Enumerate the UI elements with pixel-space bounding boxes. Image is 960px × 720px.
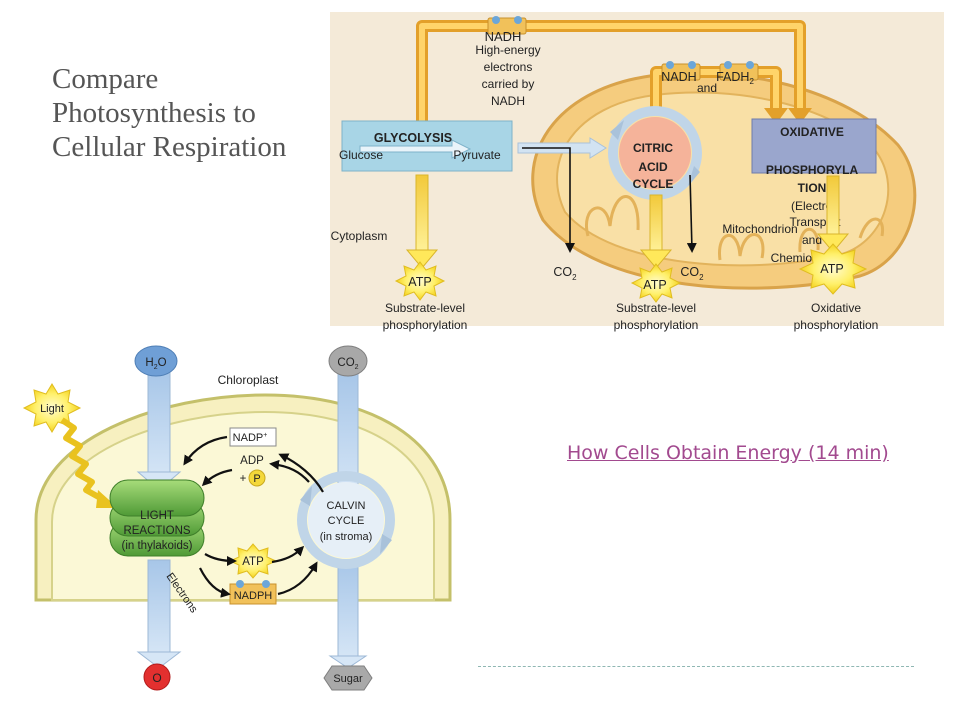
glycolysis-label: GLYCOLYSIS <box>374 131 452 145</box>
citric-acid-cycle <box>608 106 702 200</box>
and-label: and <box>697 81 717 95</box>
high-energy-line-1: High-energy <box>475 43 540 57</box>
calvin-line-3: (in stroma) <box>320 531 373 543</box>
citric-line-3: CYCLE <box>633 177 674 191</box>
calvin-line-1: CALVIN <box>327 500 366 512</box>
footer-divider <box>478 666 914 667</box>
glucose-label: Glucose <box>339 148 383 162</box>
cycle-arrow-icon <box>610 120 624 140</box>
light-source <box>22 383 118 508</box>
substrate-level-label-1-line-2: phosphorylation <box>383 318 468 332</box>
cytoplasm-label: Cytoplasm <box>331 229 388 243</box>
atp-label-photosynthesis: ATP <box>242 556 264 568</box>
fadh2-label: FADH2 <box>716 70 754 86</box>
co2-arrow-glycolysis <box>522 147 575 253</box>
cycle-arrow-icon-2 <box>688 166 700 186</box>
oxidative-box <box>751 118 877 174</box>
co2-molecule <box>328 345 368 377</box>
calvin-to-adp-arrow <box>269 459 310 483</box>
chloroplast-label: Chloroplast <box>218 373 279 387</box>
atp-label-glycolysis: ATP <box>408 275 431 289</box>
h2o-input-arrow <box>147 369 171 481</box>
citric-line-1: CITRIC <box>633 141 673 155</box>
substrate-level-label-1-line-1: Substrate-level <box>385 301 465 315</box>
oxidative-line-1: OXIDATIVE <box>780 125 844 139</box>
nadp-label: NADP+ <box>233 432 268 444</box>
atp-burst-citric <box>630 263 682 303</box>
h2o-label: H2O <box>145 357 166 371</box>
light-label: Light <box>40 403 64 415</box>
glycolysis-box <box>341 120 513 172</box>
calvin-arrow-icon <box>300 486 312 506</box>
respiration-diagram: NADH High-energy electrons carried by NA… <box>330 12 944 332</box>
o-output-label: O <box>152 671 161 685</box>
nadph-token <box>229 580 277 605</box>
oxidative-phos-label-line-1: Oxidative <box>811 301 861 315</box>
atp-label-oxidative: ATP <box>820 262 843 276</box>
o-arrowhead-icon <box>136 651 182 669</box>
phosphate-icon <box>248 469 266 487</box>
oxidative-phos-label-line-2: phosphorylation <box>794 318 879 332</box>
atp-burst-oxidative <box>798 243 868 295</box>
nadp-to-light-arrow <box>183 435 228 466</box>
adp-label: ADP <box>240 455 264 467</box>
nadh-carrier-pipes <box>416 20 812 140</box>
co2-label-citric: CO2 <box>680 265 704 282</box>
calvin-cycle <box>297 471 395 569</box>
sugar-arrowhead-icon <box>328 655 368 669</box>
oxidative-sub-line-3: and <box>802 233 822 247</box>
slide-title: Compare Photosynthesis to Cellular Respi… <box>52 63 287 163</box>
oxidative-line-2: PHOSPHORYLA <box>766 163 859 177</box>
atp-arrows <box>405 174 850 269</box>
high-energy-line-3: carried by <box>482 77 535 91</box>
nadh-top-label: NADH <box>485 29 522 44</box>
substrate-level-label-2-line-2: phosphorylation <box>614 318 699 332</box>
nadph-to-calvin-arrow <box>277 561 318 596</box>
light-reactions-line-1: LIGHT <box>140 510 174 522</box>
nadp-token <box>229 427 277 447</box>
co2-arrow-citric <box>686 174 697 253</box>
nadph-label: NADPH <box>234 590 273 602</box>
calvin-to-nadp-arrow <box>278 453 324 493</box>
arrow-glucose-to-pyruvate-icon <box>359 139 472 159</box>
oxidative-line-3: TION <box>798 181 827 195</box>
high-energy-line-2: electrons <box>484 60 533 74</box>
co2-input-label: CO2 <box>337 357 358 371</box>
light-to-atp-arrow <box>204 553 237 566</box>
light-reactions-line-2: REACTIONS <box>123 525 190 537</box>
atp-to-calvin-arrow <box>271 545 305 564</box>
electron-carrier-top <box>487 16 527 35</box>
arrow-mid-to-oxidative-icon <box>764 108 788 124</box>
atp-burst-photosynthesis <box>228 543 278 579</box>
atp-burst-glycolysis <box>394 261 446 301</box>
light-to-nadph-arrow <box>199 567 231 598</box>
plus-label: + <box>240 473 247 485</box>
high-energy-line-4: NADH <box>491 94 525 108</box>
sugar-label: Sugar <box>333 673 363 685</box>
pyruvate-label: Pyruvate <box>453 148 501 162</box>
sugar-molecule <box>323 665 373 691</box>
calvin-line-2: CYCLE <box>328 515 365 527</box>
sugar-output-arrow <box>337 559 359 661</box>
adp-to-light-arrow <box>201 468 233 487</box>
electron-carrier-nadh <box>661 61 701 81</box>
video-link[interactable]: How Cells Obtain Energy (14 min) <box>567 442 889 464</box>
co2-label-glycolysis: CO2 <box>553 265 577 282</box>
calvin-arrow-icon-2 <box>380 534 392 554</box>
electron-carrier-fadh2 <box>719 61 759 81</box>
h2o-molecule <box>134 345 178 377</box>
oxygen-molecule <box>143 663 171 691</box>
nadh-mid-label: NADH <box>661 70 696 84</box>
substrate-level-label-2-line-1: Substrate-level <box>616 301 696 315</box>
light-reactions-thylakoids <box>109 479 205 557</box>
atp-label-citric: ATP <box>643 278 666 292</box>
arrow-to-oxidative-icon <box>788 108 812 124</box>
phosphate-label: P <box>253 473 260 485</box>
light-reactions-line-3: (in thylakoids) <box>122 540 193 552</box>
photosynthesis-diagram: H2O CO2 Chloroplast Light O Sugar LIGHT <box>22 345 452 691</box>
mitochondrion-label: Mitochondrion <box>722 222 797 236</box>
citric-line-2: ACID <box>638 160 668 174</box>
